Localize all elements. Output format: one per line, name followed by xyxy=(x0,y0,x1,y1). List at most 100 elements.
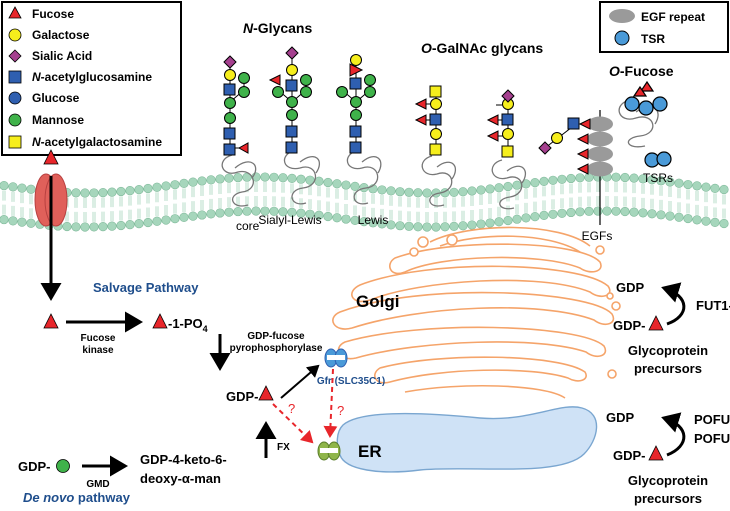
tsr-circle xyxy=(652,96,668,112)
lipid-head xyxy=(224,173,234,183)
lipid-tail xyxy=(335,188,339,213)
lipid-head xyxy=(719,218,729,229)
lipid-head xyxy=(377,185,387,195)
legend-galnac: N-acetylgalactosamine xyxy=(32,135,162,149)
fucose-triangle xyxy=(576,163,589,175)
lipid-head xyxy=(80,222,90,232)
fx-label: FX xyxy=(277,442,290,453)
lipid-head xyxy=(161,215,171,225)
lipid-tail xyxy=(200,185,204,210)
lipid-head xyxy=(116,220,126,231)
lipid-tail xyxy=(416,197,420,222)
lipid-head xyxy=(107,221,117,231)
glcnac-square xyxy=(285,125,298,138)
lipid-head xyxy=(359,217,369,227)
cell-membrane xyxy=(0,172,729,232)
lipid-head xyxy=(404,221,414,231)
lipid-head xyxy=(197,210,207,220)
fucose-triangle xyxy=(486,130,499,142)
lipid-tail xyxy=(497,192,501,217)
lipid-head xyxy=(701,182,711,192)
lipid-tail xyxy=(659,185,663,210)
galactose-legend-icon xyxy=(8,28,22,42)
lipid-tail xyxy=(290,183,294,208)
galactose-circle xyxy=(551,132,563,144)
protein-scribbles xyxy=(221,99,659,210)
legend-glcnac: N-acetylglucosamine xyxy=(32,70,152,84)
lipid-head xyxy=(287,207,297,217)
lipid-tail xyxy=(209,184,213,209)
label-tsrs: TSRs xyxy=(643,171,673,185)
lipid-tail xyxy=(524,188,528,213)
lipid-tail xyxy=(632,183,636,208)
lipid-head xyxy=(80,188,90,198)
lipid-head xyxy=(422,188,432,198)
sialic-acid-diamond xyxy=(285,46,299,60)
lipid-head xyxy=(323,211,333,222)
lipid-head xyxy=(548,175,558,185)
egf-repeat xyxy=(587,131,613,147)
legend-glucose: Glucose xyxy=(32,91,80,105)
lipid-head xyxy=(314,210,324,220)
tsr-cluster xyxy=(624,80,672,168)
lipid-head xyxy=(179,212,189,222)
label-sialyl-lewis: Sialyl-Lewis xyxy=(258,213,321,227)
lipid-head xyxy=(665,211,675,221)
fucose-legend-icon xyxy=(8,6,22,19)
lipid-tail xyxy=(263,182,267,207)
lipid-head xyxy=(152,216,162,226)
lipid-tail xyxy=(533,187,537,212)
legend-box: Fucose Galactose Sialic Acid N-acetylglu… xyxy=(1,1,182,156)
lipid-head xyxy=(584,206,594,216)
lipid-head xyxy=(215,174,225,184)
fucose-triangle xyxy=(349,63,364,77)
lipid-head xyxy=(233,206,243,217)
lipid-tail xyxy=(425,197,429,222)
lipid-tail xyxy=(713,193,717,218)
lipid-head xyxy=(611,206,621,216)
mannose-circle xyxy=(56,459,70,473)
fucose-triangle xyxy=(648,445,664,461)
lipid-tail xyxy=(695,190,699,215)
fucose-triangle xyxy=(486,114,499,126)
glcnac-square xyxy=(349,77,362,90)
lipid-head xyxy=(152,182,162,192)
fucose-triangle xyxy=(576,148,589,160)
lipid-head xyxy=(710,217,720,227)
legend-fucose: Fucose xyxy=(32,7,74,21)
lipid-tail xyxy=(317,186,321,211)
lipid-tail xyxy=(191,187,195,212)
lipid-head xyxy=(656,176,666,186)
lipid-head xyxy=(620,172,630,183)
golgi-gdp-fucose-label: GDP- xyxy=(613,318,646,333)
lipid-tail xyxy=(650,184,654,209)
lipid-head xyxy=(467,186,477,196)
lipid-head xyxy=(530,178,540,188)
lipid-tail xyxy=(461,196,465,221)
lipid-head xyxy=(395,221,405,231)
lipid-head xyxy=(512,214,522,224)
lipid-head xyxy=(710,183,720,193)
golgi-apparatus xyxy=(332,226,621,399)
mannose-circle xyxy=(364,86,376,98)
lipid-tail xyxy=(479,195,483,220)
fucose-kinase-label-1: Fucose xyxy=(80,333,115,344)
lipid-head xyxy=(458,187,468,197)
lipid-tail xyxy=(362,192,366,217)
lipid-tail xyxy=(146,193,150,218)
protein-galnac-2 xyxy=(491,159,527,210)
galnac-legend-icon xyxy=(8,135,22,149)
lipid-tail xyxy=(605,182,609,207)
fucose-triangle xyxy=(632,85,648,97)
lipid-head xyxy=(242,206,252,216)
lipid-head xyxy=(521,213,531,223)
lipid-tail xyxy=(686,189,690,214)
fut-arrow xyxy=(661,282,686,326)
lipid-head xyxy=(539,176,549,187)
legend-sialic-acid: Sialic Acid xyxy=(32,49,92,63)
mannose-circle xyxy=(350,109,362,121)
lipid-head xyxy=(233,172,243,183)
mannose-circle xyxy=(238,86,250,98)
lipid-head xyxy=(98,188,108,198)
lipid-tail xyxy=(137,194,141,219)
